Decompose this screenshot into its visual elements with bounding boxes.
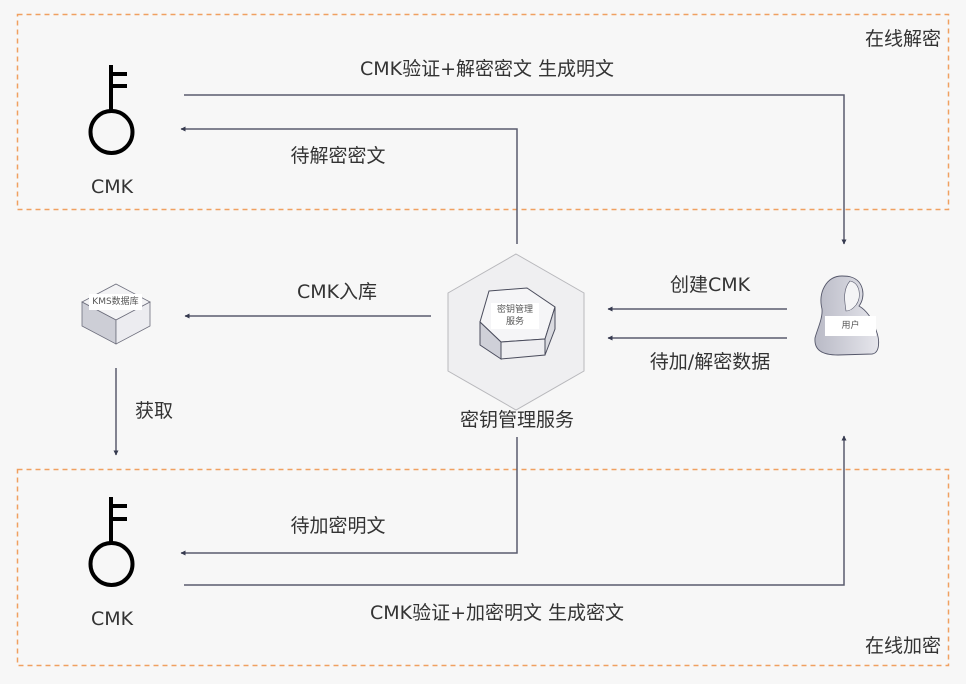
edge-label-cmk-store: CMK入库: [296, 281, 378, 303]
edge-encrypt-verify: [184, 435, 847, 586]
kms-service-label: 密钥管理服务: [459, 409, 575, 431]
zone-online-encrypt: [16, 468, 950, 667]
edge-label-pending-data: 待加/解密数据: [649, 351, 771, 373]
user-tag: 用户: [825, 316, 876, 337]
edge-label-create-cmk: 创建CMK: [669, 274, 751, 296]
zone-online-decrypt: [16, 13, 950, 211]
database-cube-icon: [81, 283, 151, 345]
edge-label-pending-plaintext: 待加密明文: [290, 515, 386, 537]
zone-label-online-encrypt: 在线加密: [864, 635, 941, 657]
edge-pending-ciphertext: [180, 126, 518, 244]
cmk-bottom-label: CMK: [90, 608, 134, 630]
edge-pending-plaintext: [180, 437, 518, 556]
kms-service-tag-line1: 密钥管理: [496, 305, 533, 315]
key-icon: [88, 497, 135, 587]
edge-decrypt-verify: [184, 94, 847, 245]
cmk-top-label: CMK: [90, 176, 134, 198]
kms-service-tag: 密钥管理 服务: [491, 303, 539, 330]
edge-label-pending-ciphertext: 待解密密文: [290, 145, 386, 167]
key-icon: [88, 65, 135, 155]
kms-database-tag: KMS数据库: [89, 294, 142, 311]
hexagon-service-icon: [447, 253, 585, 411]
edge-label-decrypt-verify: CMK验证+解密密文 生成明文: [359, 58, 615, 80]
zone-label-online-decrypt: 在线解密: [864, 28, 941, 50]
edge-label-fetch: 获取: [135, 400, 174, 422]
edge-label-encrypt-verify: CMK验证+加密明文 生成密文: [369, 602, 625, 624]
kms-service-tag-line2: 服务: [505, 317, 524, 328]
